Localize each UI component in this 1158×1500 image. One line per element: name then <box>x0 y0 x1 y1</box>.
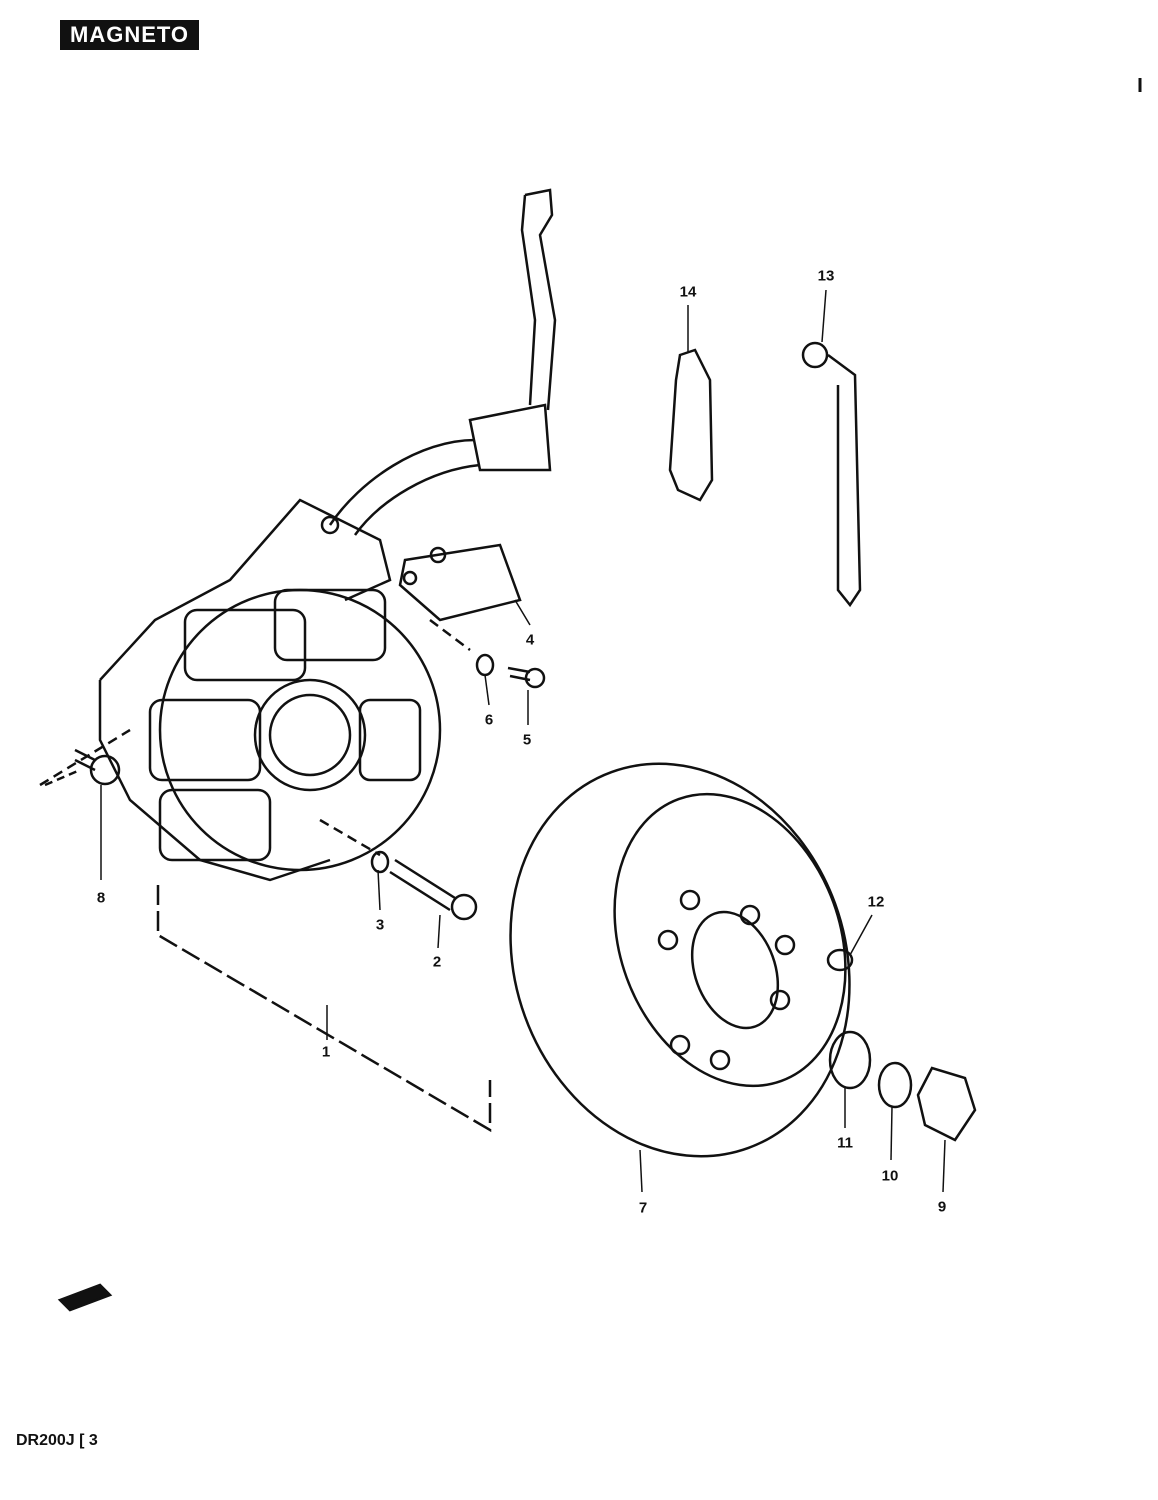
lock-washer-10 <box>877 1061 913 1109</box>
key-12 <box>826 948 854 972</box>
diagram-title: MAGNETO <box>60 20 200 50</box>
cable-tie-13 <box>801 341 862 608</box>
wire-harness <box>328 188 557 536</box>
callout-12: 12 <box>867 893 885 911</box>
callout-5: 5 <box>522 731 532 749</box>
bolt-2 <box>389 858 456 912</box>
callout-14: 14 <box>679 283 697 301</box>
callout-7: 7 <box>638 1199 648 1217</box>
callout-10: 10 <box>881 1167 899 1185</box>
clamp-14 <box>668 348 714 502</box>
callout-1: 1 <box>321 1043 331 1061</box>
callout-3: 3 <box>375 916 385 934</box>
model-code: DR200J [ 3 <box>16 1432 98 1449</box>
callout-9: 9 <box>937 1198 947 1216</box>
flywheel-rotor <box>509 762 851 1158</box>
front-arrow-icon <box>57 1283 113 1312</box>
callout-2: 2 <box>432 953 442 971</box>
washer-6 <box>475 653 495 677</box>
nut-9 <box>916 1066 977 1142</box>
washer-3 <box>370 850 390 874</box>
callout-8: 8 <box>96 889 106 907</box>
stator-assembly <box>98 498 442 882</box>
callout-13: 13 <box>817 267 835 285</box>
washer-11 <box>828 1030 872 1090</box>
callout-11: 11 <box>837 1134 853 1152</box>
callout-4: 4 <box>525 631 535 649</box>
pickup-coil <box>398 543 522 651</box>
callout-6: 6 <box>484 711 494 729</box>
